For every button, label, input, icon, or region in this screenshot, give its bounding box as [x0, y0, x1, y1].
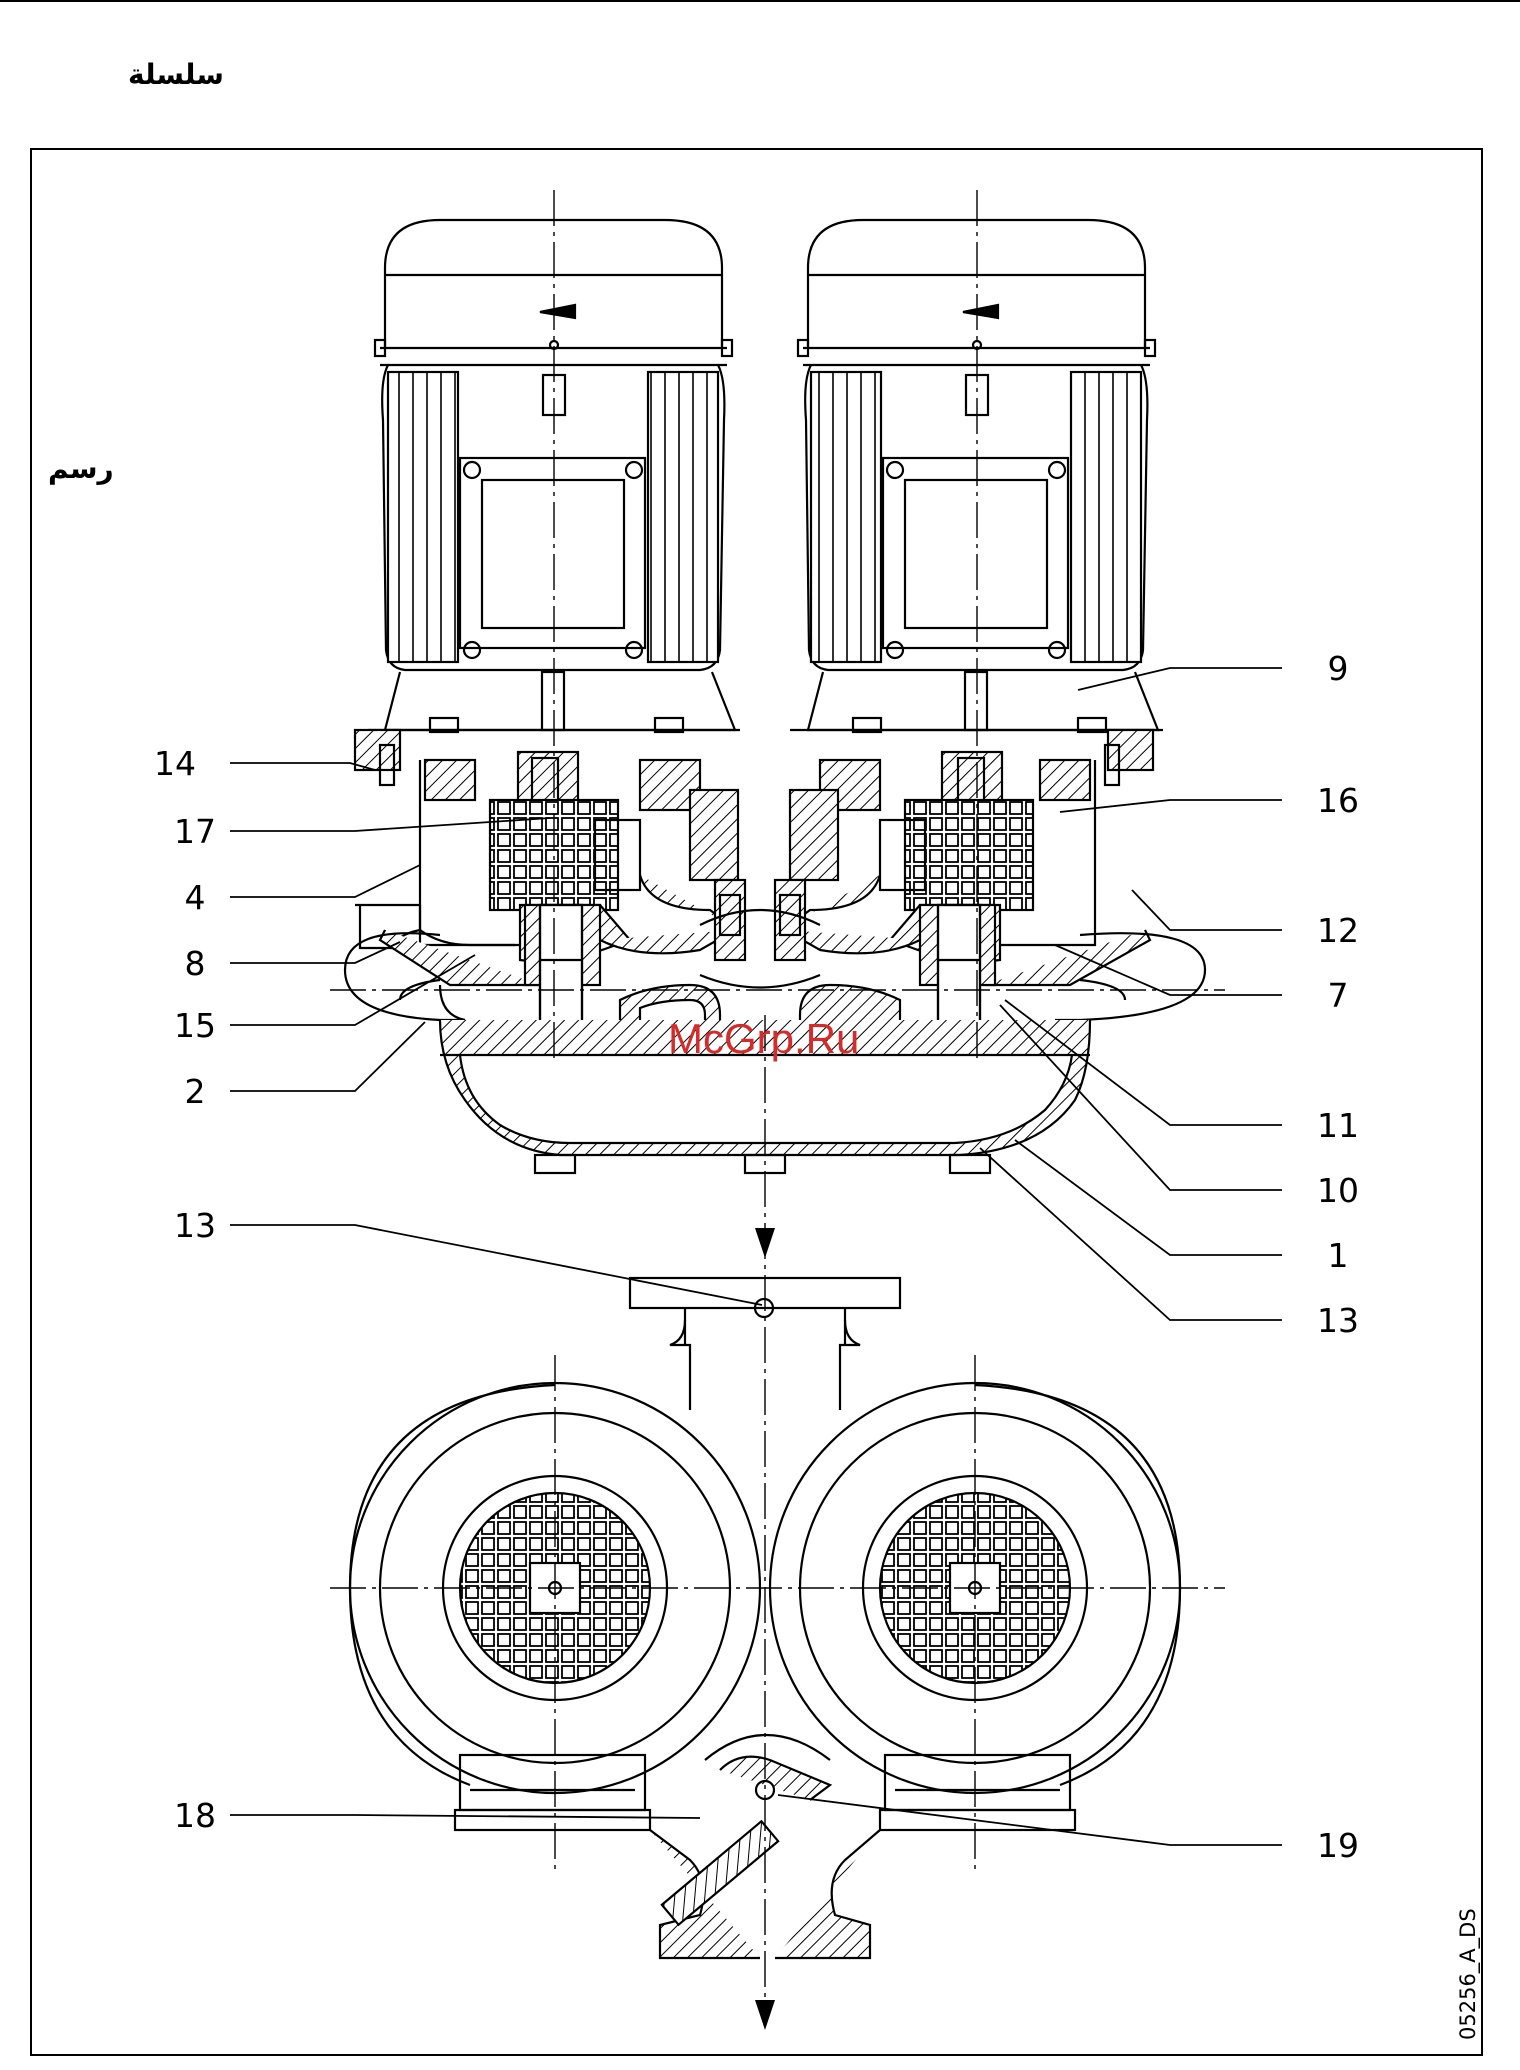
flow-arrow-icon	[755, 2000, 775, 2030]
callout-13-top: 13	[174, 1206, 216, 1245]
callout-7: 7	[1328, 976, 1349, 1015]
callout-14: 14	[154, 744, 196, 783]
callout-9: 9	[1328, 649, 1349, 688]
pump-left-section	[355, 730, 745, 1050]
flow-arrow-icon	[755, 1228, 775, 1258]
callout-18: 18	[174, 1796, 216, 1835]
callout-12: 12	[1317, 911, 1359, 950]
callout-10: 10	[1317, 1171, 1359, 1210]
drawing-code: 05256_A_DS	[1456, 1908, 1481, 2040]
leader-lines	[230, 668, 1282, 1845]
callout-1: 1	[1328, 1236, 1349, 1275]
callout-17: 17	[174, 812, 216, 851]
callout-2: 2	[185, 1072, 206, 1111]
callout-8: 8	[185, 944, 206, 983]
callout-13-right: 13	[1317, 1301, 1359, 1340]
callout-4: 4	[185, 878, 206, 917]
pump-right-section	[775, 730, 1153, 1050]
callout-11: 11	[1317, 1106, 1359, 1145]
watermark: McGrp.Ru	[668, 1015, 859, 1062]
callout-19: 19	[1317, 1826, 1359, 1865]
callout-15: 15	[174, 1006, 216, 1045]
callout-16: 16	[1317, 781, 1359, 820]
